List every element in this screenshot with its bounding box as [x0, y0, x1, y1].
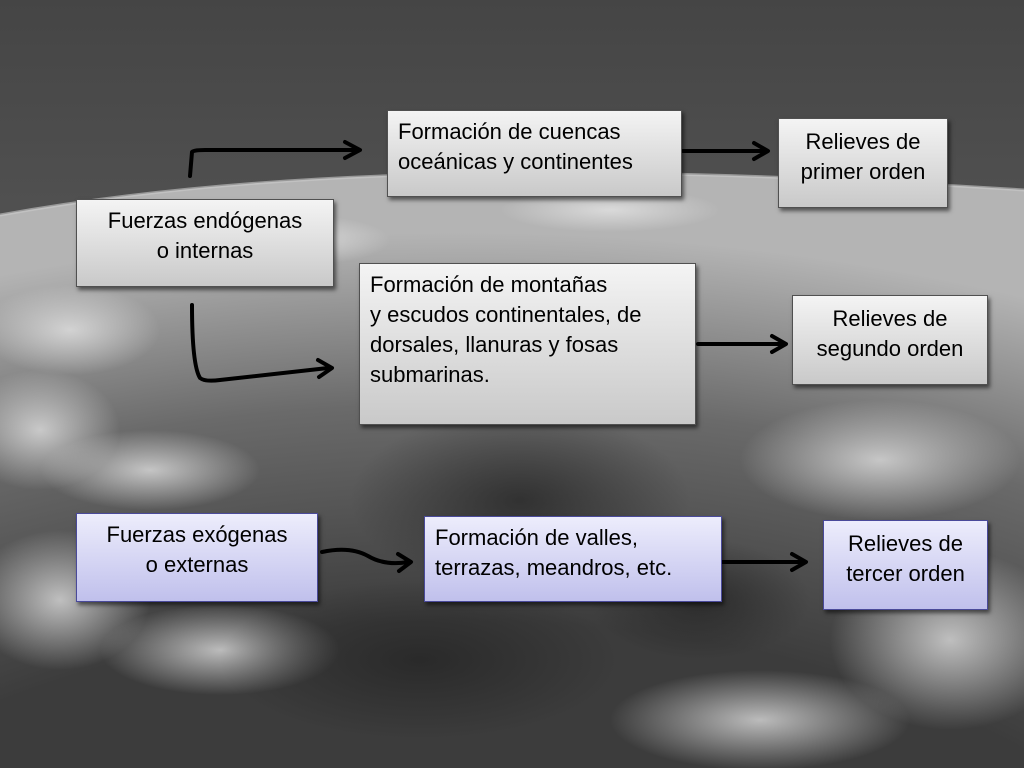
ocean-basins-line-1: Formación de cuencas	[398, 119, 621, 144]
ocean-basins-box: Formación de cuencas oceánicas y contine…	[387, 110, 682, 197]
second-order-line-2: segundo orden	[816, 336, 964, 361]
first-order-line-2: primer orden	[800, 159, 926, 184]
valleys-line-1: Formación de valles,	[435, 525, 638, 550]
second-order-line-1: Relieves de	[832, 306, 948, 331]
mountains-line-4: submarinas.	[370, 362, 490, 387]
exogenous-forces-line-1: Fuerzas exógenas	[106, 522, 288, 547]
mountains-line-3: dorsales, llanuras y fosas	[370, 332, 619, 357]
third-order-line-1: Relieves de	[848, 531, 963, 556]
endogenous-forces-box: Fuerzas endógenas o internas	[76, 199, 334, 287]
third-order-line-2: tercer orden	[846, 561, 965, 586]
exogenous-forces-line-2: o externas	[145, 552, 249, 577]
ocean-basins-line-2: oceánicas y continentes	[398, 149, 633, 174]
exogenous-forces-box: Fuerzas exógenas o externas	[76, 513, 318, 602]
endogenous-forces-line-2: o internas	[156, 238, 254, 263]
mountains-line-2: y escudos continentales, de	[370, 302, 642, 327]
endogenous-forces-line-1: Fuerzas endógenas	[107, 208, 303, 233]
mountains-formation-box: Formación de montañas y escudos continen…	[359, 263, 696, 425]
mountains-line-1: Formación de montañas	[370, 272, 608, 297]
first-order-relief-box: Relieves de primer orden	[778, 118, 948, 208]
third-order-relief-box: Relieves de tercer orden	[823, 520, 988, 610]
valleys-formation-box: Formación de valles, terrazas, meandros,…	[424, 516, 722, 602]
valleys-line-2: terrazas, meandros, etc.	[435, 555, 673, 580]
second-order-relief-box: Relieves de segundo orden	[792, 295, 988, 385]
first-order-line-1: Relieves de	[805, 129, 921, 154]
